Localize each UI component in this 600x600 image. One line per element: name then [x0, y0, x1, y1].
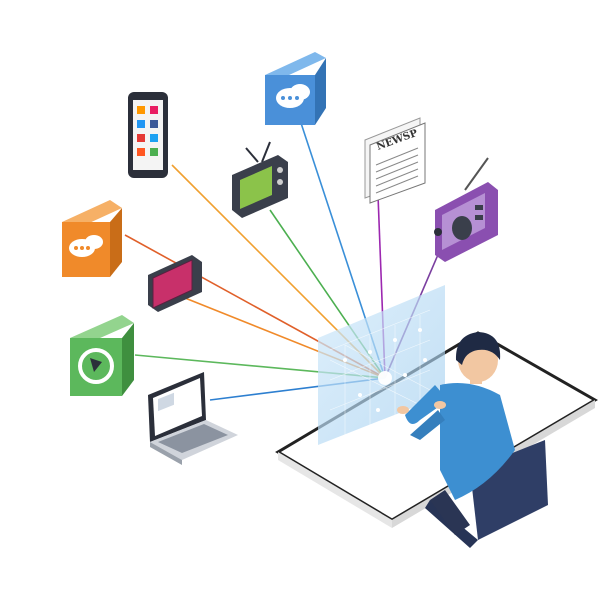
radio-icon	[434, 157, 498, 262]
television-icon	[232, 141, 288, 218]
chat-bubble-icon	[62, 200, 122, 277]
person	[397, 332, 548, 548]
sync-icon	[70, 315, 134, 396]
tablet-icon	[148, 255, 202, 312]
smartphone-icon	[128, 92, 168, 178]
hologram-screen	[318, 285, 445, 445]
laptop-icon	[148, 372, 238, 465]
newspaper-icon: NEWSP	[364, 117, 426, 204]
focal-glow	[378, 371, 392, 385]
chat-bubble-icon	[265, 52, 326, 125]
